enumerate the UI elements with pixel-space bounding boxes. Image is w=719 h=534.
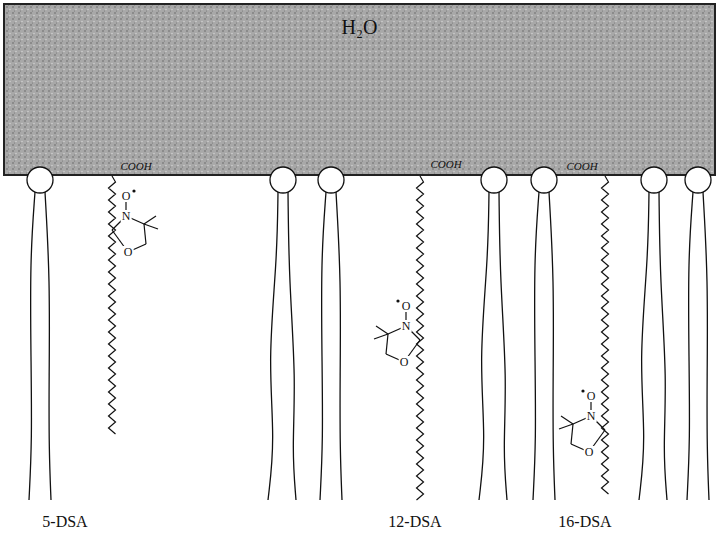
radical-dot <box>581 389 584 392</box>
lipid-tail <box>288 192 296 500</box>
lipid-tail <box>336 192 342 500</box>
water-label: H₂O <box>342 16 378 39</box>
acid-group-label: COOH <box>566 161 597 172</box>
fatty-acid-chain <box>109 176 116 434</box>
lipid-tail <box>703 192 709 500</box>
probe-name: 16-DSA <box>558 514 611 530</box>
atom-label: O <box>584 446 595 458</box>
nitroxide-bond <box>571 424 573 444</box>
lipid-tail <box>29 192 35 500</box>
atom-label: O <box>401 300 412 312</box>
lipid-head <box>481 167 507 193</box>
lipid-tail <box>320 192 326 500</box>
lipid-head <box>27 167 53 193</box>
atom-label: O <box>121 190 132 202</box>
lipid-tail <box>533 192 539 500</box>
lipid-head <box>685 167 711 193</box>
lipid-tail <box>499 192 507 500</box>
lipid-tail <box>549 192 555 500</box>
nitroxide-bond <box>374 334 388 339</box>
probe-name: 5-DSA <box>42 514 87 530</box>
water-region: H₂O <box>4 4 715 175</box>
lipid-head <box>270 167 296 193</box>
lipid-tail <box>639 192 649 500</box>
lipid-tail <box>479 192 489 500</box>
radical-dot <box>132 189 135 192</box>
lipid-head <box>531 167 557 193</box>
acid-group-label: COOH <box>430 159 461 170</box>
radical-dot <box>396 299 399 302</box>
atom-label: O <box>399 356 410 368</box>
nitroxide-bond <box>376 326 388 334</box>
nitroxide-bond <box>386 334 388 354</box>
lipid-tail <box>687 192 693 500</box>
atom-label: N <box>401 320 412 332</box>
atom-label: N <box>586 410 597 422</box>
fatty-acid-chain <box>602 176 609 494</box>
nitroxide-bond <box>144 224 146 244</box>
lipid-tail <box>659 192 667 500</box>
atom-label: O <box>123 246 134 258</box>
nitroxide-bond <box>144 216 156 224</box>
atom-label: O <box>586 390 597 402</box>
probe-name: 12-DSA <box>388 514 441 530</box>
nitroxide-bond <box>144 224 158 229</box>
nitroxide-bond <box>559 424 573 429</box>
lipid-head <box>318 167 344 193</box>
acid-group-label: COOH <box>120 161 151 172</box>
nitroxide-bond <box>561 416 573 424</box>
atom-label: N <box>121 210 132 222</box>
lipid-head <box>641 167 667 193</box>
lipid-tail <box>45 192 51 500</box>
water-layer <box>4 4 715 175</box>
lipid-tail <box>268 192 278 500</box>
